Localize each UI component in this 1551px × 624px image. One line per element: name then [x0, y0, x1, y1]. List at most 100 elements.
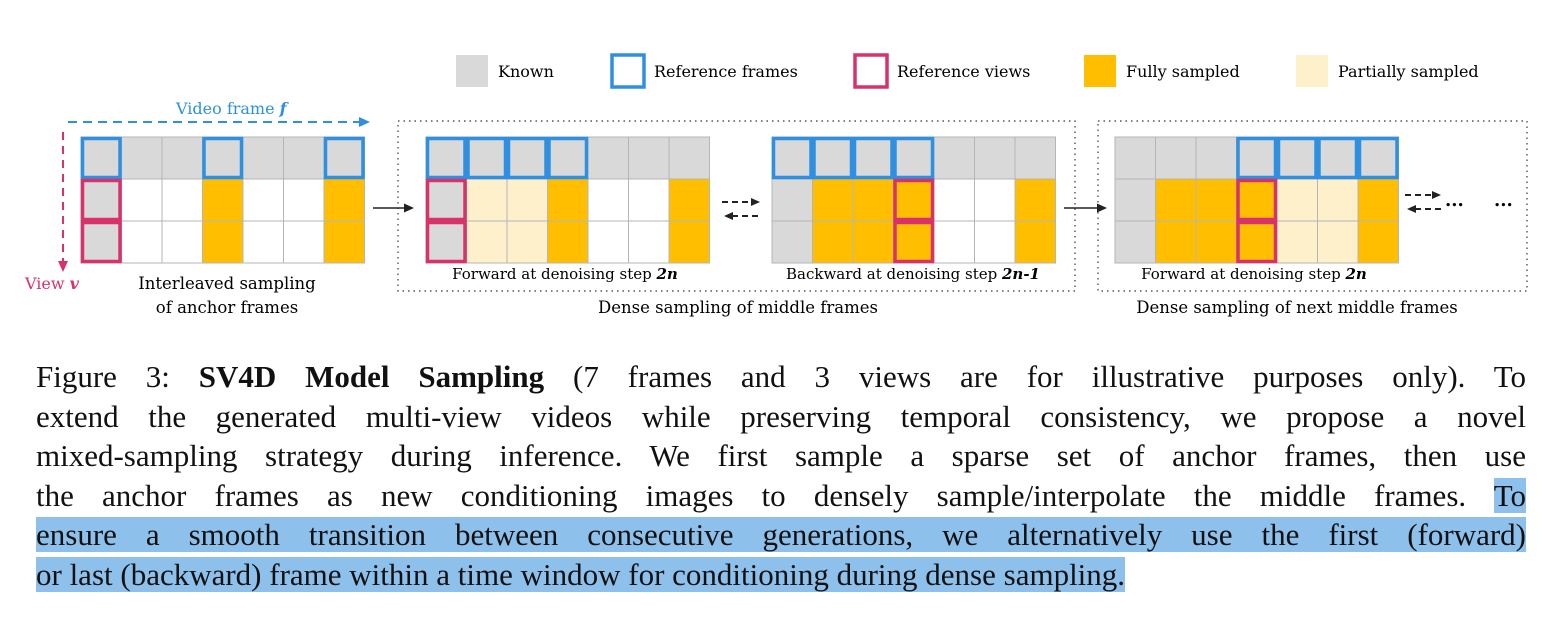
grid-cell — [893, 178, 935, 222]
caption-line-1: Figure 3: SV4D Model Sampling (7 frames … — [36, 357, 1526, 397]
grid-cell — [933, 178, 975, 222]
anchor-caption-line2: of anchor frames — [156, 298, 298, 317]
caption-title: SV4D Model Sampling — [198, 359, 545, 394]
reference-view-outline — [1236, 220, 1278, 264]
caption-line-4: the anchor frames as new conditioning im… — [36, 476, 1526, 516]
grid-cell — [425, 178, 467, 222]
next-middle-frames-panel — [1097, 120, 1528, 292]
legend-fully-sampled-swatch — [1084, 55, 1116, 87]
grid-cell — [933, 136, 975, 180]
continue-ellipsis-outer: ... — [1494, 190, 1513, 211]
next-middle-frames-caption: Dense sampling of next middle frames — [1136, 298, 1458, 317]
grid-cell — [506, 178, 548, 222]
forward-step-grid — [425, 136, 710, 264]
next-forward-step-label: Forward at denoising step 2n — [1141, 265, 1367, 283]
arrows-continue: ... ... — [1405, 190, 1513, 213]
reference-frame-outline — [1236, 136, 1278, 180]
grid-cell — [1236, 178, 1278, 222]
sampling-figure: Known Reference frames Reference views F… — [24, 53, 1528, 317]
grid-cell — [771, 136, 813, 180]
grid-cell — [202, 178, 244, 222]
legend-fully-sampled-label: Fully sampled — [1126, 62, 1240, 81]
grid-cell — [1114, 136, 1156, 180]
caption-highlight-line-6[interactable]: or last (backward) frame within a time w… — [36, 556, 1126, 592]
forward-step-label: Forward at denoising step 2n — [452, 265, 678, 283]
grid-cell — [323, 136, 365, 180]
legend-known-label: Known — [498, 62, 554, 81]
grid-cell — [893, 220, 935, 264]
grid-cell — [242, 220, 284, 264]
grid-cell — [628, 136, 670, 180]
reference-frame-outline — [1317, 136, 1359, 180]
caption-line-3: mixed-sampling strategy during inference… — [36, 438, 1526, 473]
grid-cell — [1357, 220, 1399, 264]
grid-cell — [1236, 220, 1278, 264]
grid-cell — [80, 178, 122, 222]
grid-cell — [161, 178, 203, 222]
grid-cell — [852, 178, 894, 222]
grid-cell — [506, 136, 548, 180]
grid-cell — [933, 220, 975, 264]
grid-cell — [1195, 136, 1237, 180]
caption-line-2: extend the generated multi-view videos w… — [36, 398, 1526, 434]
reference-frame-outline — [1276, 136, 1318, 180]
reference-frame-outline — [466, 136, 508, 180]
grid-cell — [587, 136, 629, 180]
backward-step-grid — [771, 136, 1056, 264]
grid-cell — [812, 220, 854, 264]
grid-cell — [466, 220, 508, 264]
grid-cell — [323, 178, 365, 222]
grid-cell — [668, 220, 710, 264]
grid-cell — [852, 220, 894, 264]
grid-cell — [1114, 178, 1156, 222]
caption-line-4-plain: the anchor frames as new conditioning im… — [36, 477, 1494, 513]
reference-view-outline — [80, 178, 122, 222]
reference-frame-outline — [771, 136, 813, 180]
grid-cell — [506, 220, 548, 264]
grid-cell — [242, 178, 284, 222]
legend-reference-views-label: Reference views — [897, 62, 1030, 81]
grid-cell — [121, 178, 163, 222]
grid-cell — [547, 136, 589, 180]
grid-cell — [1357, 136, 1399, 180]
next-forward-step-grid — [1114, 136, 1399, 264]
reference-view-outline — [80, 220, 122, 264]
figure-caption: Figure 3: SV4D Model Sampling (7 frames … — [36, 357, 1526, 594]
grid-cell — [1357, 178, 1399, 222]
arrow-anchor-to-middle — [373, 203, 414, 213]
middle-frames-caption: Dense sampling of middle frames — [598, 298, 878, 317]
reference-frame-outline — [80, 136, 122, 180]
grid-cell — [161, 136, 203, 180]
legend-partially-sampled-swatch — [1296, 55, 1328, 87]
backward-step-label: Backward at denoising step 2n-1 — [786, 265, 1040, 283]
caption-highlight-start[interactable]: To — [1493, 477, 1526, 513]
reference-view-outline — [425, 178, 467, 222]
arrows-forward-backward — [722, 198, 762, 220]
grid-cell — [202, 220, 244, 264]
grid-cell — [893, 136, 935, 180]
anchor-caption-line1: Interleaved sampling — [138, 274, 316, 293]
grid-cell — [628, 220, 670, 264]
grid-cell — [1014, 220, 1056, 264]
grid-cell — [852, 136, 894, 180]
video-frame-axis: Video frame f — [68, 99, 370, 127]
grid-cell — [1014, 136, 1056, 180]
grid-cell — [1317, 220, 1359, 264]
view-axis: View v — [24, 132, 80, 293]
view-label: View v — [24, 274, 80, 293]
grid-cell — [668, 136, 710, 180]
continue-ellipsis-inner: ... — [1445, 190, 1464, 211]
reference-frame-outline — [547, 136, 589, 180]
grid-cell — [1236, 136, 1278, 180]
legend-partially-sampled-label: Partially sampled — [1338, 62, 1479, 81]
grid-cell — [587, 178, 629, 222]
grid-cell — [161, 220, 203, 264]
arrow-middle-to-next — [1064, 203, 1107, 213]
grid-cell — [628, 178, 670, 222]
caption-figure-number: Figure 3: — [36, 359, 199, 394]
video-frame-arrowhead — [359, 117, 370, 127]
grid-cell — [974, 178, 1016, 222]
grid-cell — [466, 136, 508, 180]
grid-cell — [771, 220, 813, 264]
caption-highlight-line-5[interactable]: ensure a smooth transition between conse… — [36, 517, 1526, 552]
